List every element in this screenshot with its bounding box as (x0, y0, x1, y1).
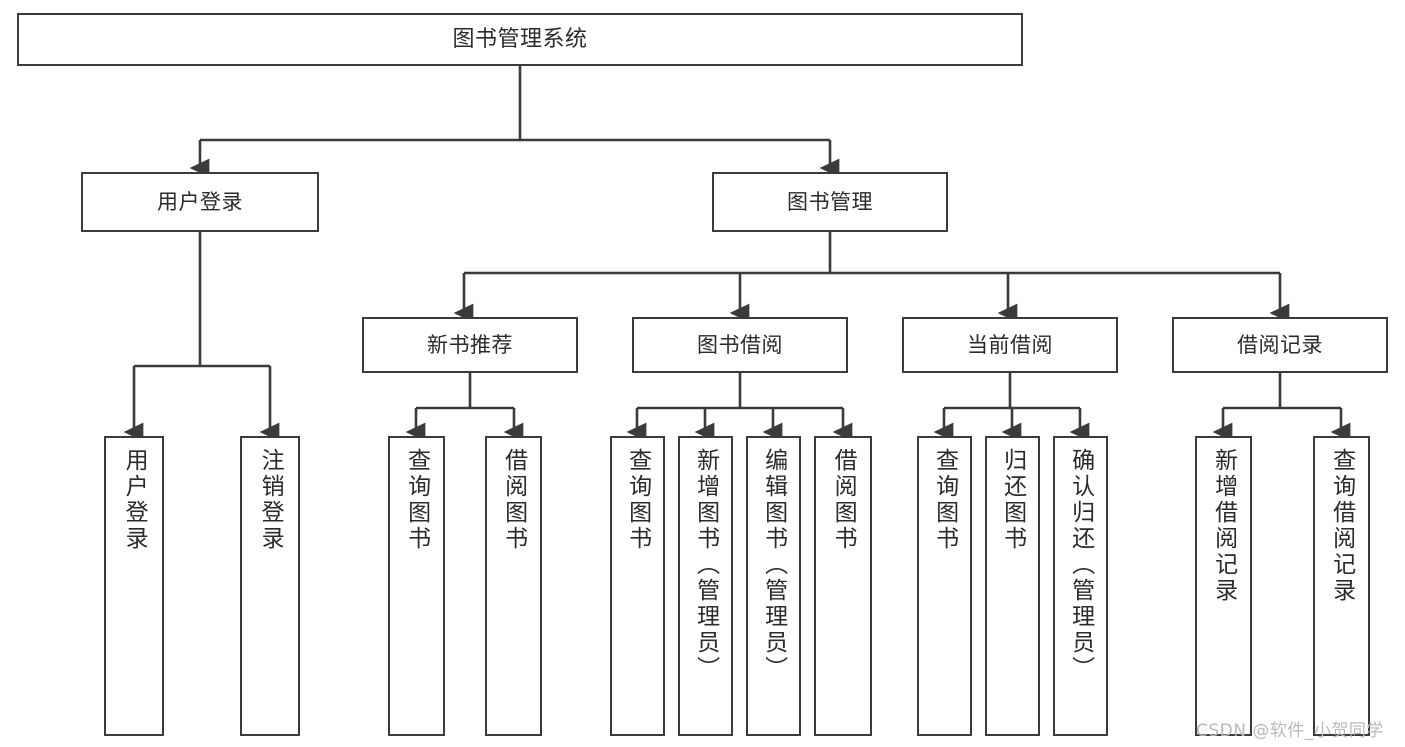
leaf-search-book-borrow[interactable]: 查询图书 (610, 436, 665, 736)
node-borrow-records-label: 借阅记录 (1237, 332, 1323, 357)
leaf-search-book-current-label: 查询图书 (931, 448, 958, 552)
leaf-logout-label: 注销登录 (257, 448, 284, 552)
leaf-add-book-admin[interactable]: 新增图书（管理员） (678, 436, 733, 736)
leaf-add-book-admin-label: 新增图书（管理员） (692, 448, 719, 682)
leaf-edit-book-admin[interactable]: 编辑图书（管理员） (746, 436, 801, 736)
leaf-add-borrow-record-label: 新增借阅记录 (1210, 448, 1237, 604)
node-user-login[interactable]: 用户登录 (81, 172, 319, 232)
node-book-management[interactable]: 图书管理 (712, 172, 948, 232)
leaf-logout[interactable]: 注销登录 (240, 436, 300, 736)
leaf-confirm-return-admin-label: 确认归还（管理员） (1067, 448, 1094, 682)
node-book-borrow-label: 图书借阅 (697, 332, 783, 357)
leaf-search-book-newbooks[interactable]: 查询图书 (388, 436, 445, 736)
leaf-borrow-book-label: 借阅图书 (830, 448, 857, 552)
csdn-watermark: CSDN @软件_小贺同学 (1196, 721, 1384, 741)
leaf-search-book-borrow-label: 查询图书 (624, 448, 651, 552)
node-new-book-recommend[interactable]: 新书推荐 (362, 317, 578, 373)
leaf-borrow-book[interactable]: 借阅图书 (814, 436, 872, 736)
leaf-return-book[interactable]: 归还图书 (985, 436, 1040, 736)
leaf-borrow-book-newbooks-label: 借阅图书 (500, 448, 527, 552)
leaf-return-book-label: 归还图书 (999, 448, 1026, 552)
node-new-book-recommend-label: 新书推荐 (427, 332, 513, 357)
node-current-borrow-label: 当前借阅 (967, 332, 1053, 357)
leaf-add-borrow-record[interactable]: 新增借阅记录 (1195, 436, 1252, 736)
leaf-search-borrow-record[interactable]: 查询借阅记录 (1313, 436, 1370, 736)
node-current-borrow[interactable]: 当前借阅 (902, 317, 1118, 373)
node-root[interactable]: 图书管理系统 (17, 13, 1023, 66)
leaf-borrow-book-newbooks[interactable]: 借阅图书 (485, 436, 542, 736)
leaf-confirm-return-admin[interactable]: 确认归还（管理员） (1053, 436, 1108, 736)
node-root-label: 图书管理系统 (452, 26, 588, 52)
node-book-borrow[interactable]: 图书借阅 (632, 317, 848, 373)
leaf-search-book-current[interactable]: 查询图书 (917, 436, 972, 736)
leaf-user-login-label: 用户登录 (121, 448, 148, 552)
node-user-login-label: 用户登录 (157, 189, 243, 214)
node-book-management-label: 图书管理 (787, 189, 873, 214)
leaf-search-borrow-record-label: 查询借阅记录 (1328, 448, 1355, 604)
leaf-user-login[interactable]: 用户登录 (104, 436, 164, 736)
leaf-edit-book-admin-label: 编辑图书（管理员） (760, 448, 787, 682)
node-borrow-records[interactable]: 借阅记录 (1172, 317, 1388, 373)
leaf-search-book-newbooks-label: 查询图书 (403, 448, 430, 552)
